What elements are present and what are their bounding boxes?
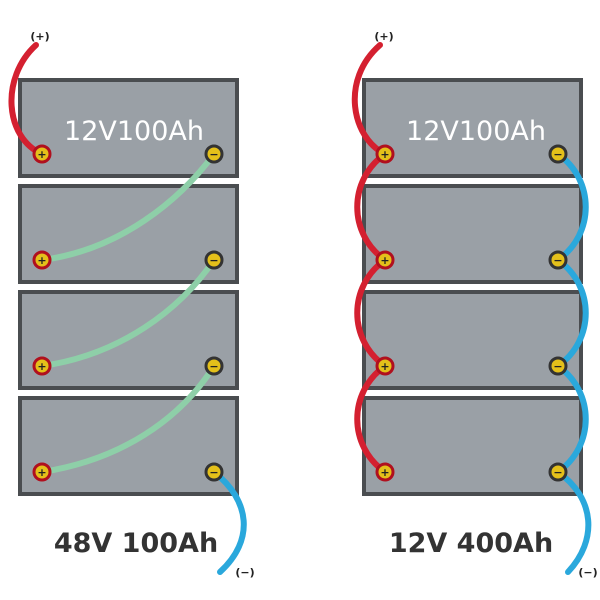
negative-terminal: − <box>548 250 568 270</box>
series-diagram: 12V100Ah + − + − + <box>8 30 255 579</box>
negative-lead-wire <box>211 469 247 575</box>
series-link-3 <box>39 363 217 475</box>
parallel-diagram: 12V100Ah + − + − + − <box>351 30 598 579</box>
negative-terminal: − <box>548 356 568 376</box>
positive-terminal: + <box>32 250 52 270</box>
svg-text:+: + <box>380 360 389 373</box>
series-link-2 <box>39 257 217 369</box>
battery-4 <box>362 396 583 496</box>
positive-terminal: + <box>32 462 52 482</box>
svg-text:−: − <box>553 148 562 161</box>
svg-text:−: − <box>209 360 218 373</box>
positive-terminal: + <box>375 144 395 164</box>
svg-text:−: − <box>553 360 562 373</box>
negative-terminal: − <box>204 356 224 376</box>
svg-text:−: − <box>553 466 562 479</box>
svg-text:+: + <box>37 148 46 161</box>
svg-text:+: + <box>380 148 389 161</box>
svg-text:−: − <box>209 148 218 161</box>
svg-text:−: − <box>209 466 218 479</box>
series-caption: 48V 100Ah <box>54 528 218 559</box>
positive-lead-wire <box>8 42 45 157</box>
positive-terminal: + <box>375 356 395 376</box>
battery-2 <box>18 184 239 284</box>
battery-label: 12V100Ah <box>406 116 546 147</box>
negative-terminal: − <box>548 462 568 482</box>
negative-terminal: − <box>204 250 224 270</box>
positive-terminal: + <box>375 462 395 482</box>
svg-text:+: + <box>380 254 389 267</box>
series-link-1 <box>39 151 217 263</box>
battery-3 <box>362 290 583 390</box>
negative-terminal: − <box>204 144 224 164</box>
svg-text:+: + <box>37 360 46 373</box>
positive-terminal: + <box>375 250 395 270</box>
negative-output-label: (−) <box>578 566 597 579</box>
positive-terminal: + <box>32 356 52 376</box>
positive-terminal: + <box>32 144 52 164</box>
parallel-caption: 12V 400Ah <box>389 528 553 559</box>
svg-text:+: + <box>37 466 46 479</box>
negative-terminal: − <box>204 462 224 482</box>
positive-output-label: (+) <box>374 30 393 43</box>
battery-label: 12V100Ah <box>64 116 204 147</box>
svg-text:+: + <box>380 466 389 479</box>
svg-text:−: − <box>553 254 562 267</box>
battery-2 <box>362 184 583 284</box>
negative-terminal: − <box>548 144 568 164</box>
svg-text:+: + <box>37 254 46 267</box>
negative-output-label: (−) <box>235 566 254 579</box>
svg-text:−: − <box>209 254 218 267</box>
positive-output-label: (+) <box>30 30 49 43</box>
